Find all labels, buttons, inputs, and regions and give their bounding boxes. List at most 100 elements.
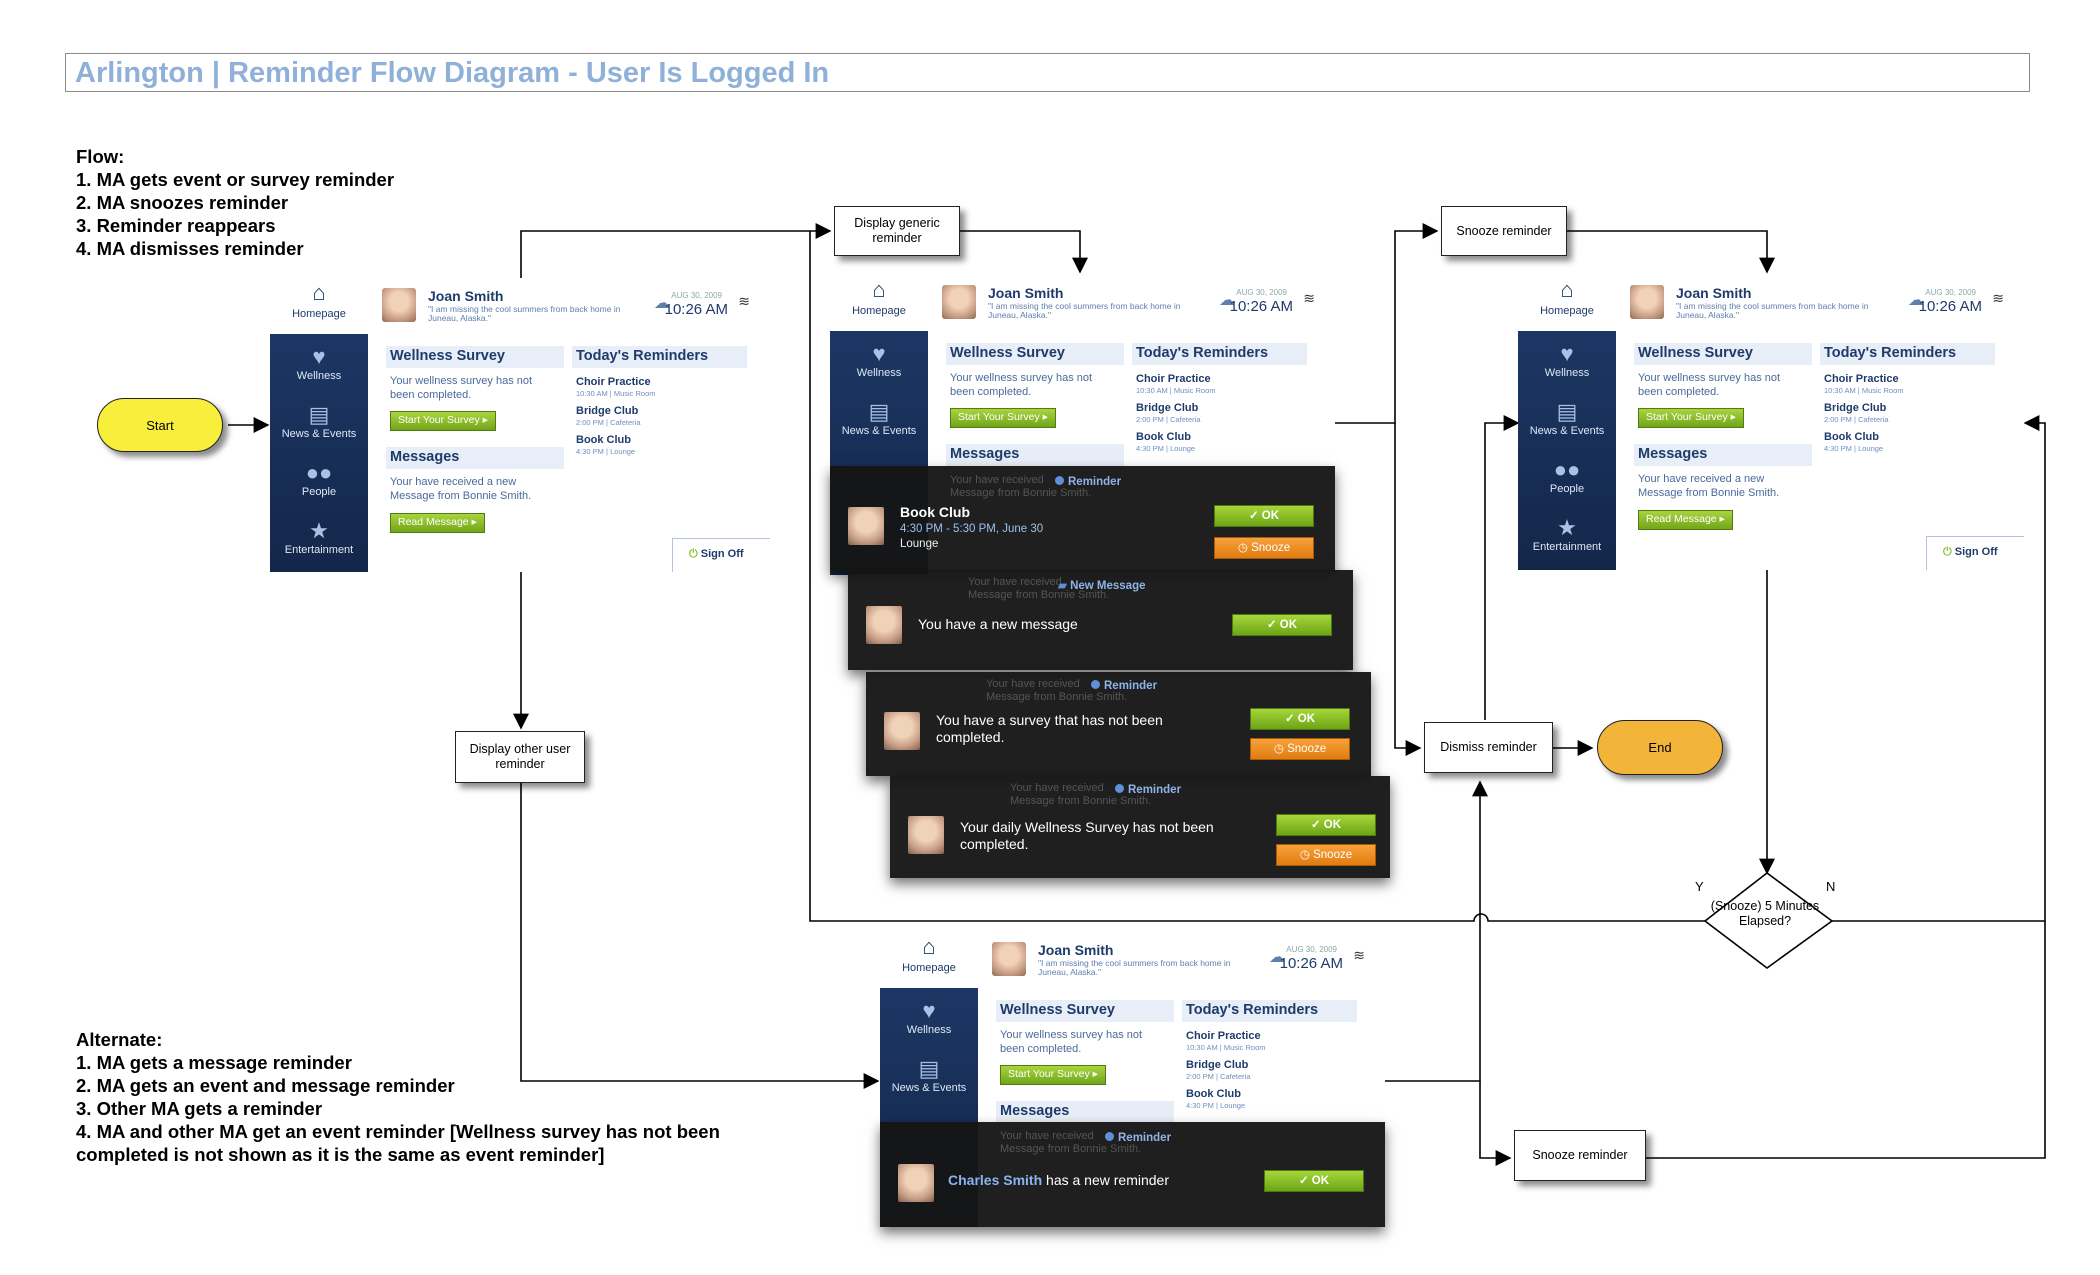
edge-snooze-to-screen3 [1567, 230, 1775, 274]
snooze-button[interactable]: ◷ Snooze [1276, 844, 1376, 866]
nav-news-events[interactable]: ▤News & Events [880, 1056, 978, 1094]
read-message-button[interactable]: Read Message ▸ [390, 513, 485, 533]
time: 10:26 AM [1229, 298, 1293, 315]
reminder-place: Cafeteria [1170, 415, 1201, 424]
start-survey-button[interactable]: Start Your Survey ▸ [390, 411, 496, 431]
ghost-text: Your have received [1000, 1130, 1094, 1142]
reminder-time: 10:30 AM [1824, 386, 1856, 395]
other-user-name: Charles Smith [948, 1172, 1043, 1188]
event-time: 4:30 PM - 5:30 PM, June 30 [900, 523, 1044, 535]
wellness-title: Wellness Survey [996, 1000, 1174, 1022]
reminder-tag: Reminder [1115, 784, 1181, 796]
edge-other-to-bottom-screen [520, 783, 880, 1089]
ghost-text: Message from Bonnie Smith. [986, 691, 1128, 703]
reminder-name: Bridge Club [1136, 402, 1199, 414]
start-survey-button[interactable]: Start Your Survey ▸ [1000, 1065, 1106, 1085]
reminder-time: 2:00 PM [576, 418, 604, 427]
edge-snooze-bottom-to-loop [1646, 921, 2046, 1159]
nav-news-events[interactable]: ▤News & Events [270, 402, 368, 440]
reminder-place: Cafeteria [610, 418, 641, 427]
sign-off-button[interactable]: ⏻ Sign Off [1926, 536, 2024, 570]
new-message-tag: ▰ New Message [1058, 578, 1146, 592]
start-label: Start [146, 417, 174, 433]
other-user-reminder-overlay: Your have received Message from Bonnie S… [880, 1122, 1385, 1227]
user-name: Joan Smith [1038, 942, 1114, 958]
nav-wellness[interactable]: ♥Wellness [880, 998, 978, 1036]
avatar [992, 942, 1026, 976]
read-message-button[interactable]: Read Message ▸ [1638, 510, 1733, 530]
avatar [382, 288, 416, 322]
nav-news-events[interactable]: ▤News & Events [1518, 399, 1616, 437]
nav-label: Wellness [296, 370, 342, 382]
reminder-name: Choir Practice [1824, 373, 1899, 385]
nav-people[interactable]: ●●People [1518, 457, 1616, 495]
nav-wellness[interactable]: ♥Wellness [270, 344, 368, 382]
tag-label: Reminder [1118, 1132, 1172, 1144]
avatar [884, 712, 920, 750]
snooze-button[interactable]: ◷ Snooze [1250, 738, 1350, 760]
snooze-button[interactable]: ◷ Snooze [1214, 537, 1314, 559]
nav-wellness[interactable]: ♥Wellness [1518, 341, 1616, 379]
flow-step: 2. MA snoozes reminder [76, 192, 289, 213]
user-quote: "I am missing the cool summers from back… [428, 304, 621, 323]
event-title: Book Club [900, 504, 970, 520]
edge-screen-to-generic [520, 223, 832, 278]
start-survey-button[interactable]: Start Your Survey ▸ [1638, 408, 1744, 428]
wellness-title: Wellness Survey [946, 343, 1124, 365]
ok-button[interactable]: ✓ OK [1264, 1170, 1364, 1192]
clock-icon [1055, 476, 1064, 485]
chat-icon: ▰ [1058, 580, 1067, 592]
nav-label: Wellness [906, 1024, 952, 1036]
wellness-title: Wellness Survey [386, 346, 564, 368]
sidebar: ⌂Homepage ♥Wellness ▤News & Events ●●Peo… [270, 278, 368, 572]
ok-label: OK [1323, 819, 1342, 831]
nav-label: Homepage [292, 308, 346, 320]
heart-icon: ♥ [312, 344, 326, 369]
ok-button[interactable]: ✓ OK [1232, 614, 1332, 636]
reminder-time: 10:30 AM [1186, 1043, 1218, 1052]
reminders-title: Today's Reminders [1820, 343, 1995, 365]
heart-icon: ♥ [1560, 341, 1574, 366]
button-label: Start Your Survey [1646, 411, 1728, 423]
document-icon: ▤ [918, 1056, 940, 1081]
ok-button[interactable]: ✓ OK [1250, 708, 1350, 730]
nav-news-events[interactable]: ▤News & Events [830, 399, 928, 437]
edge-overlays-to-snooze [1335, 223, 1439, 424]
nav-entertainment[interactable]: ★Entertainment [270, 518, 368, 556]
avatar [866, 606, 902, 644]
weather-icon: ☁ [1269, 949, 1285, 966]
nav-wellness[interactable]: ♥Wellness [830, 341, 928, 379]
start-survey-button[interactable]: Start Your Survey ▸ [950, 408, 1056, 428]
power-icon: ⏻ [1943, 546, 1952, 558]
nav-homepage[interactable]: ⌂Homepage [270, 278, 368, 334]
reminder-time: 2:00 PM [1136, 415, 1164, 424]
time: 10:26 AM [1279, 955, 1343, 972]
wellness-text: Your wellness survey has not been comple… [1000, 1029, 1143, 1055]
nav-label: Homepage [852, 305, 906, 317]
nav-homepage[interactable]: ⌂Homepage [830, 275, 928, 331]
clock-icon [1115, 784, 1124, 793]
edge-bottom-to-dismiss [1385, 780, 1488, 1082]
ok-button[interactable]: ✓ OK [1276, 814, 1376, 836]
reminder-tag: Reminder [1105, 1132, 1171, 1144]
nav-entertainment[interactable]: ★Entertainment [1518, 515, 1616, 553]
reminder-place: Music Room [613, 389, 656, 398]
nav-people[interactable]: ●●People [270, 460, 368, 498]
display-generic-label: Display generic reminder [854, 216, 940, 245]
nav-label: News & Events [281, 428, 357, 440]
ghost-text: Your have received [1010, 782, 1104, 794]
ok-button[interactable]: ✓ OK [1214, 505, 1314, 527]
reminder-place: Music Room [1173, 386, 1216, 395]
ghost-text: Your have received [950, 474, 1044, 486]
header: Joan Smith "I am missing the cool summer… [1616, 275, 2024, 331]
wellness-text: Your wellness survey has not been comple… [1638, 372, 1781, 398]
user-name: Joan Smith [428, 288, 504, 304]
nav-homepage[interactable]: ⌂Homepage [1518, 275, 1616, 331]
sign-off-button[interactable]: ⏻ Sign Off [672, 538, 770, 572]
wifi-icon: ≋ [738, 293, 750, 309]
user-quote: "I am missing the cool summers from back… [1038, 958, 1231, 977]
snooze-top-label: Snooze reminder [1456, 223, 1552, 238]
alternate-step: 3. Other MA gets a reminder [76, 1098, 323, 1119]
nav-homepage[interactable]: ⌂Homepage [880, 932, 978, 988]
event-reminder-overlay: Your have received Message from Bonnie S… [830, 466, 1335, 571]
